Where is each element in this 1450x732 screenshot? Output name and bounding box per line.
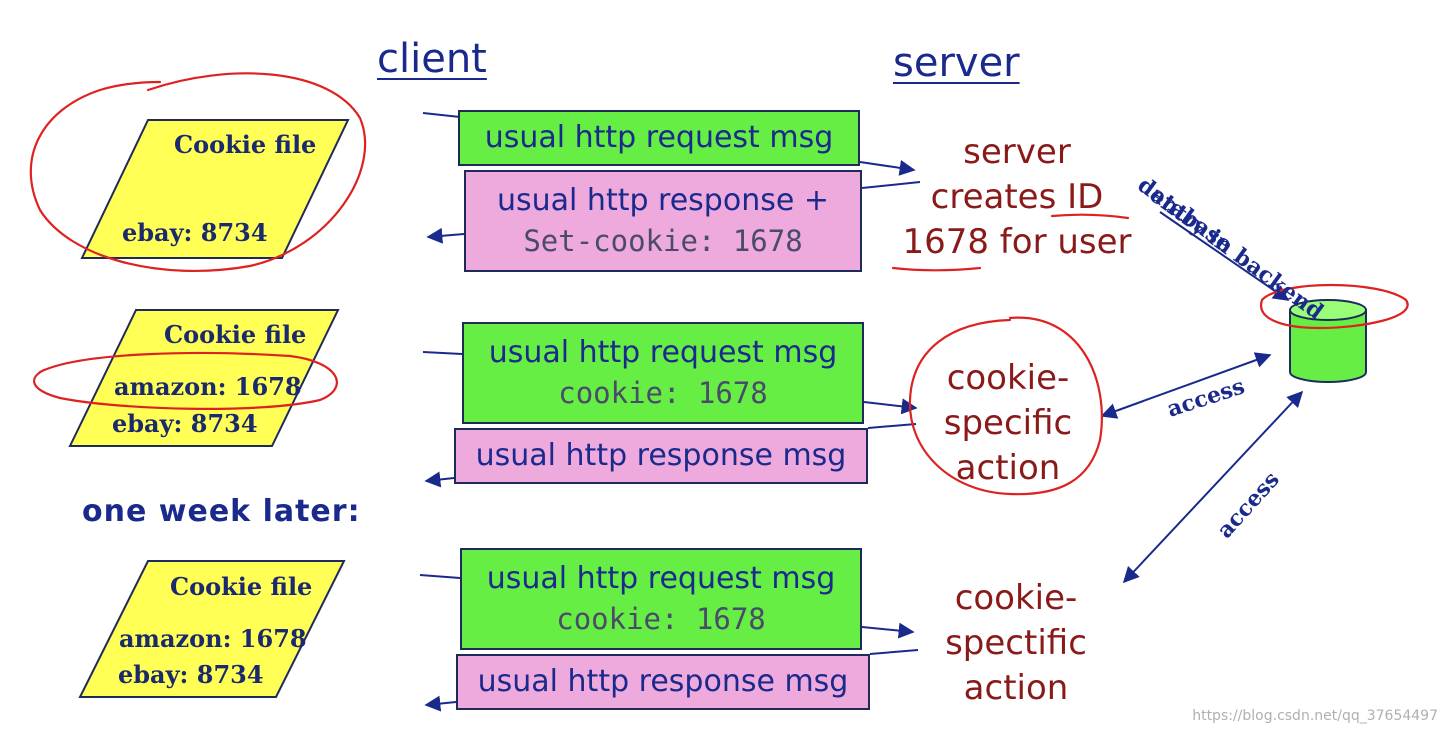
action-2-line-1: cookie- [954,578,1078,618]
response-message-1: usual http response + Set-cookie: 1678 [464,170,862,272]
cookie-header-3: cookie: 1678 [556,602,766,636]
server-creates-line-3: 1678 for user [902,222,1132,262]
server-out-line-2 [867,423,917,429]
action-2-line-2: spectific [945,623,1087,663]
response-message-3: usual http response msg [456,654,870,710]
response-message-2: usual http response msg [454,428,868,484]
client-out-line-2 [422,351,463,355]
client-header: client [377,36,487,82]
server-in-arrow-1 [859,159,916,176]
action-1-line-1: cookie- [946,358,1070,398]
cookie-file-3-entry-amazon: amazon: 1678 [119,624,307,653]
server-out-line-3 [869,649,919,655]
client-in-arrow-2 [424,471,455,488]
client-in-arrow-3 [424,695,457,712]
client-out-line-3 [419,574,461,579]
server-creates-line-1: server [963,132,1071,172]
client-in-arrow-1 [426,227,465,244]
cookie-file-1-entry-ebay: ebay: 8734 [122,218,268,247]
annotation-circle-action [908,316,1103,496]
annotation-underline-id [1050,213,1130,220]
request-message-3: usual http request msg cookie: 1678 [460,548,862,650]
annotation-circle-amazon [33,351,338,410]
server-out-line-1 [861,181,921,189]
access-arrow-2 [1122,390,1304,584]
client-out-line-1 [422,112,461,118]
annotation-circle-cookie-file-1 [29,72,366,272]
watermark-url: https://blog.csdn.net/qq_37654497 [1192,708,1438,724]
cookie-file-1-title: Cookie file [174,130,317,159]
cookie-file-3-title: Cookie file [170,572,313,601]
server-in-arrow-2 [863,398,918,415]
cookie-file-2-entry-amazon: amazon: 1678 [114,372,302,401]
server-in-arrow-3 [861,622,915,639]
annotation-underline-1678 [891,266,982,272]
cookie-specific-action-2: cookie- spectific action [926,576,1106,711]
action-1-line-2: specific [943,403,1073,443]
response-message-1-label: usual http response + [497,183,829,218]
cookie-file-2-title: Cookie file [164,320,307,349]
one-week-later-label: one week later: [82,494,361,529]
request-message-2: usual http request msg cookie: 1678 [462,322,864,424]
request-message-3-label: usual http request msg [486,561,836,596]
cookie-header-2: cookie: 1678 [558,376,768,410]
request-message-1-label: usual http request msg [484,120,834,155]
response-message-2-label: usual http response msg [475,438,847,473]
annotation-circle-database [1260,283,1409,330]
cookie-specific-action-1: cookie- specific action [918,356,1098,491]
server-creates-id-note: server creates ID 1678 for user [888,130,1146,265]
cookie-file-3-shape [78,560,346,698]
response-message-3-label: usual http response msg [477,664,849,699]
action-1-line-3: action [955,448,1061,488]
request-message-1: usual http request msg [458,110,860,166]
cookie-file-1-shape [80,119,350,259]
server-creates-line-2: creates ID [930,177,1104,217]
set-cookie-header: Set-cookie: 1678 [523,224,803,258]
entry-db-arrow [1159,211,1290,301]
server-header: server [893,40,1020,86]
cookie-file-2-entry-ebay: ebay: 8734 [112,409,258,438]
action-2-line-3: action [963,668,1069,708]
cookie-file-2-shape [68,309,340,447]
cookie-file-3-entry-ebay: ebay: 8734 [118,660,264,689]
request-message-2-label: usual http request msg [488,335,838,370]
